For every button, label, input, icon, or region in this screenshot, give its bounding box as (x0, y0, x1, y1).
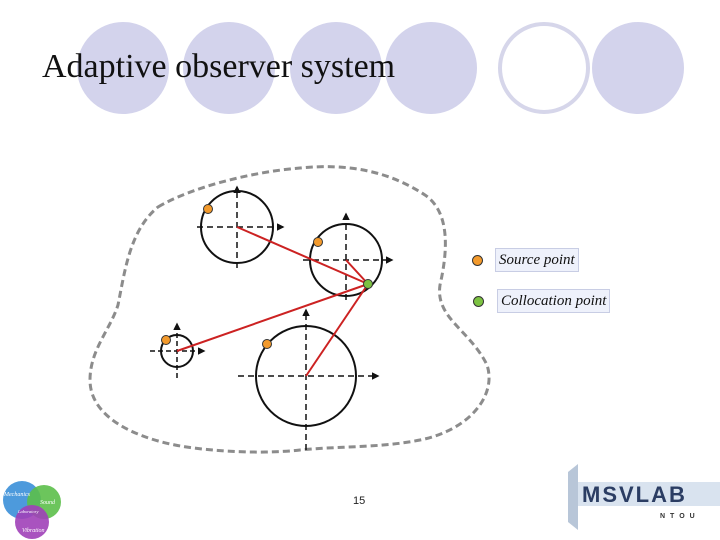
deco-circle-4 (385, 22, 477, 114)
logo-msvlab-text: MSVLAB (582, 482, 687, 507)
logo-word-vibration: Vibration (22, 528, 45, 534)
source-point-4 (262, 339, 272, 349)
msvlab-logo-right: MSVLAB NTOU (568, 464, 720, 530)
deco-circle-1 (77, 22, 169, 114)
source-point-legend-label: Source point (495, 248, 579, 272)
observer-circle-4 (238, 308, 380, 450)
msv-lab-logo-left: Mechanics Sound Laboratory Vibration (3, 481, 61, 539)
source-point-3 (161, 335, 171, 345)
logo-word-laboratory: Laboratory (17, 509, 39, 514)
source-point-2 (313, 237, 323, 247)
deco-circle-6 (592, 22, 684, 114)
collocation-point (363, 279, 373, 289)
deco-ring-5 (498, 22, 590, 114)
source-point-1 (203, 204, 213, 214)
source-point-legend-icon (472, 255, 483, 266)
page-number: 15 (353, 495, 366, 507)
logo-ntou-text: NTOU (660, 513, 700, 520)
deco-circle-3 (290, 22, 382, 114)
collocation-point-legend-label: Collocation point (497, 289, 611, 313)
deco-circle-2 (183, 22, 275, 114)
page-title: Adaptive observer system (42, 48, 396, 85)
logo-word-mechanics: Mechanics (3, 492, 31, 498)
connector-lines (176, 226, 369, 377)
collocation-point-legend-icon (473, 296, 484, 307)
logo-word-sound: Sound (40, 500, 56, 506)
observer-circle-2 (303, 212, 394, 300)
domain-boundary (88, 165, 491, 454)
